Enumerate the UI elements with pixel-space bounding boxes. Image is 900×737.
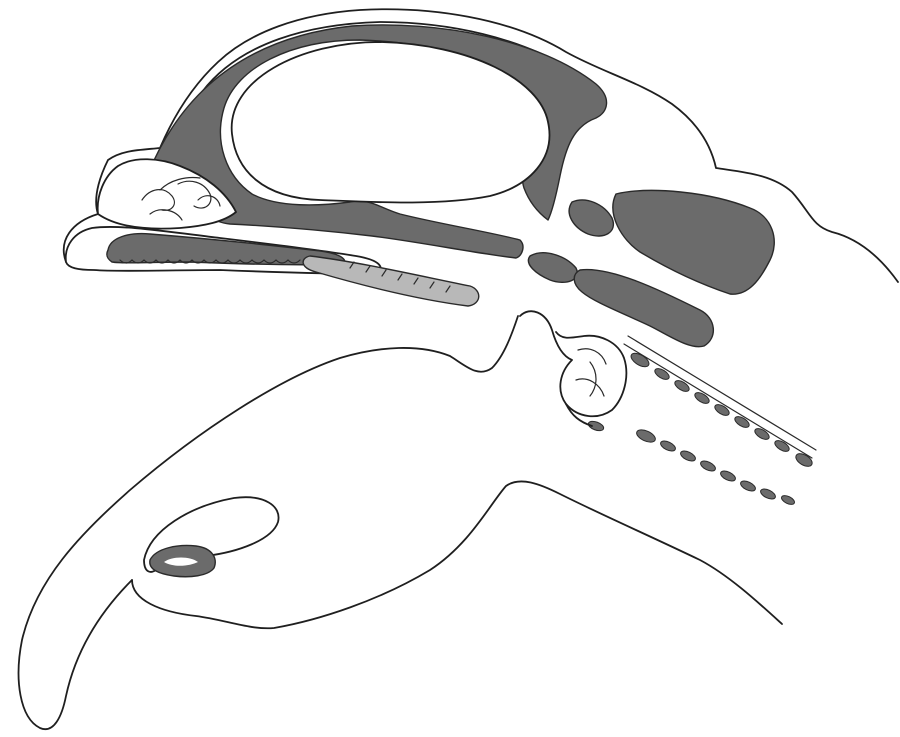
larynx-outline <box>520 311 626 416</box>
trachea-rings <box>629 351 814 469</box>
vertebra-lower-2 <box>574 270 713 347</box>
